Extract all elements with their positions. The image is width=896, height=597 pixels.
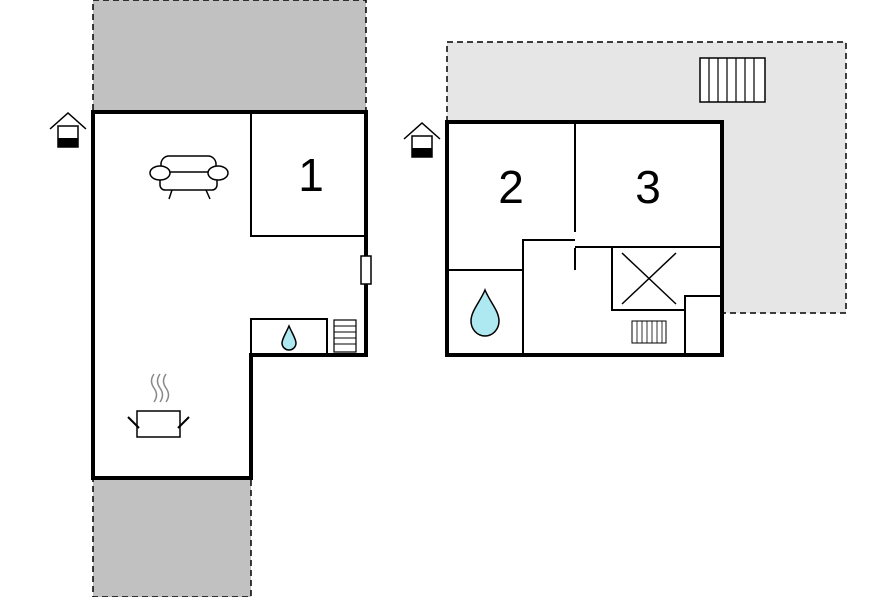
window-icon bbox=[360, 255, 372, 285]
stairs-icon bbox=[333, 319, 357, 353]
room-2-label: 2 bbox=[498, 161, 524, 213]
water-drop-icon bbox=[281, 324, 297, 351]
shaft-wall bbox=[611, 247, 722, 311]
entrance-icon bbox=[49, 111, 87, 148]
water-drop-icon bbox=[470, 288, 500, 337]
terrace-bottom bbox=[92, 477, 252, 597]
radiator-icon bbox=[631, 320, 667, 344]
floor-right bbox=[445, 120, 724, 357]
room-1-wall bbox=[250, 112, 366, 237]
cooking-pot-icon bbox=[127, 373, 190, 438]
floor-left bbox=[91, 110, 372, 480]
shaft-icon bbox=[621, 252, 677, 305]
bathroom-left-wall bbox=[250, 318, 328, 355]
radiator-icon bbox=[699, 57, 766, 103]
sofa-icon bbox=[149, 155, 229, 200]
room-1-label: 1 bbox=[298, 149, 324, 201]
terrace-top bbox=[92, 0, 367, 113]
room-3-label: 3 bbox=[635, 161, 661, 213]
hall-wall bbox=[522, 239, 575, 270]
floor-right-outline bbox=[445, 120, 724, 357]
entrance-icon bbox=[403, 121, 441, 158]
